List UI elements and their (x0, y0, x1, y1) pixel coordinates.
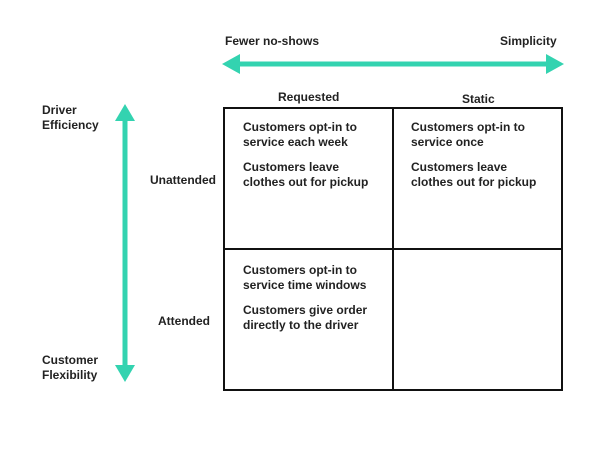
row-header-unattended: Unattended (150, 173, 216, 187)
cell-item: Customers opt-in to service once (411, 120, 525, 149)
row-header-attended: Attended (158, 314, 210, 328)
cell-item: Customers opt-in to service each week (243, 120, 357, 149)
cell-item: Customers leave clothes out for pickup (411, 160, 537, 189)
column-header-static: Static (462, 92, 495, 106)
column-header-requested: Requested (278, 90, 340, 104)
cell-unattended-static: Customers opt-in to service once Custome… (411, 120, 559, 200)
cell-item: Customers leave clothes out for pickup (243, 160, 369, 189)
grid-line-left (223, 107, 225, 391)
axis-label-customer-flexibility: Customer Flexibility (42, 353, 99, 382)
cell-attended-requested: Customers opt-in to service time windows… (243, 263, 388, 343)
axis-label-simplicity: Simplicity (500, 34, 557, 48)
horizontal-double-arrow (222, 54, 564, 74)
axis-label-fewer-no-shows: Fewer no-shows (225, 34, 320, 48)
cell-item: Customers opt-in to service time windows (243, 263, 367, 292)
cell-item: Customers give order directly to the dri… (243, 303, 368, 332)
cell-unattended-requested: Customers opt-in to service each week Cu… (243, 120, 388, 200)
axis-label-driver-efficiency: Driver Efficiency (42, 103, 99, 132)
grid-line-right (561, 107, 563, 391)
grid-line-center (392, 107, 394, 391)
vertical-double-arrow (115, 104, 135, 382)
